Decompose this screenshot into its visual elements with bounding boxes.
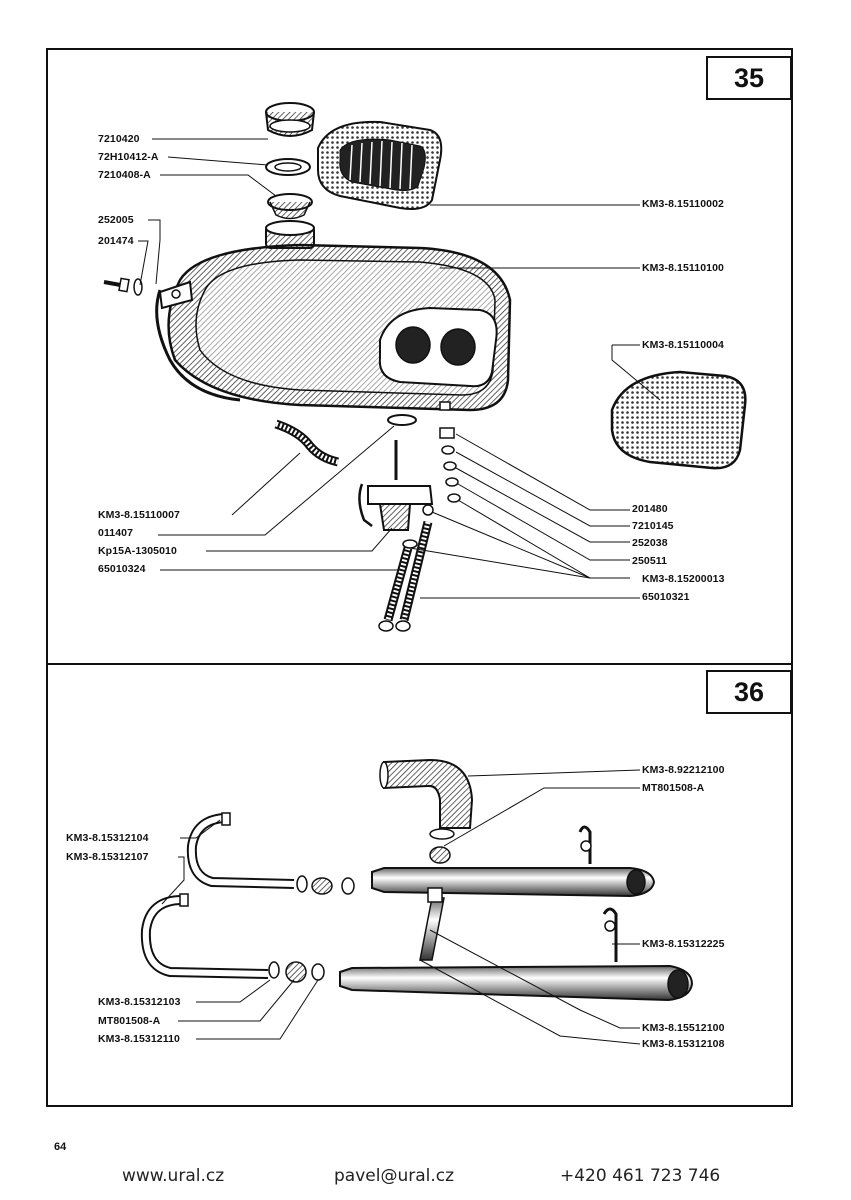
knee-pad xyxy=(610,370,747,470)
figure-36-leader-lines xyxy=(161,769,641,1045)
part-label: KM3-8.15312110 xyxy=(98,1033,180,1045)
part-label: 201474 xyxy=(98,235,134,247)
part-label: KM3-8.15110004 xyxy=(642,339,724,351)
part-label: MT801508-A xyxy=(642,782,705,794)
fuel-hoses-long xyxy=(378,520,433,632)
cap-gasket xyxy=(265,158,311,176)
part-label: KM3-8.15110007 xyxy=(98,509,180,521)
crossover-pipe xyxy=(419,887,445,961)
footer-website[interactable]: www.ural.cz xyxy=(122,1166,225,1186)
part-label: 72H10412-A xyxy=(98,151,159,163)
part-label: KM3-8.15110100 xyxy=(642,262,724,274)
part-label: 250511 xyxy=(632,555,668,567)
figure-35-leader-lines xyxy=(138,138,661,599)
figure-divider xyxy=(46,663,793,665)
part-label: 7210145 xyxy=(632,520,674,532)
part-label: MT801508-A xyxy=(98,1015,161,1027)
footer-email[interactable]: pavel@ural.cz xyxy=(334,1166,455,1186)
part-label: 65010321 xyxy=(642,591,690,603)
filler-cap xyxy=(265,102,315,137)
part-label: KM3-8.15312225 xyxy=(642,938,725,950)
bolt-and-washer xyxy=(103,277,143,296)
part-label: 252038 xyxy=(632,537,668,549)
part-label: 7210408-A xyxy=(98,169,151,181)
page-number: 64 xyxy=(54,1141,67,1153)
exhaust-elbow xyxy=(379,758,474,864)
part-label: KM3-8.15200013 xyxy=(642,573,725,585)
lower-exhaust-pipe xyxy=(140,893,325,983)
part-label: 252005 xyxy=(98,214,134,226)
part-label: KM3-8.15110002 xyxy=(642,198,724,210)
page-frame xyxy=(46,48,793,1107)
upper-exhaust-pipe xyxy=(186,812,355,895)
fuel-hose-short xyxy=(274,419,340,467)
lower-muffler xyxy=(339,907,694,1002)
fuel-tank xyxy=(155,220,512,412)
part-label: KM3-8.15512100 xyxy=(642,1022,725,1034)
part-label: 7210420 xyxy=(98,133,140,145)
part-label: KM3-8.15312104 xyxy=(66,832,149,844)
part-label: 65010324 xyxy=(98,563,146,575)
part-label: KM3-8.92212100 xyxy=(642,764,725,776)
bolt-and-washers-right xyxy=(439,427,461,503)
part-label: KM3-8.15312103 xyxy=(98,996,181,1008)
footer-phone: +420 461 723 746 xyxy=(560,1166,721,1186)
part-label: KM3-8.15312107 xyxy=(66,851,149,863)
upper-muffler xyxy=(371,825,656,898)
part-label: 201480 xyxy=(632,503,668,515)
part-label: 011407 xyxy=(98,527,134,539)
fuel-tap xyxy=(358,414,434,531)
figure-36-number: 36 xyxy=(706,670,792,714)
cap-insert xyxy=(267,193,313,220)
part-label: KM3-8.15312108 xyxy=(642,1038,725,1050)
figure-35-number: 35 xyxy=(706,56,792,100)
tank-badge-top xyxy=(317,120,443,210)
part-label: Kp15A-1305010 xyxy=(98,545,177,557)
